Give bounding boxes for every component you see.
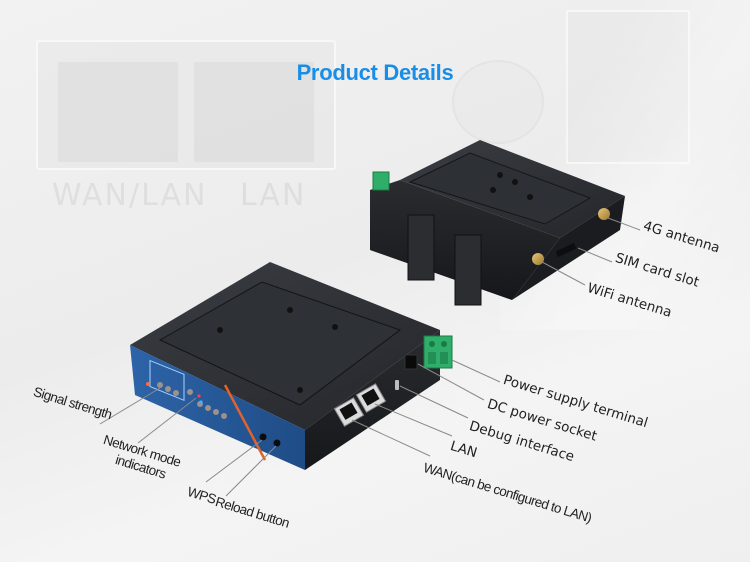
wps-button-icon [259,433,267,441]
background-rj45-ports [36,40,336,170]
page-title: Product Details [296,60,454,85]
wifi-antenna-connector-icon [532,253,544,265]
background-port-icon [58,62,178,162]
background-port-label: LAN [240,178,307,213]
4g-antenna-connector-icon [598,208,610,220]
sim-slot-icon [555,243,577,257]
background-knob-icon [452,60,544,144]
background-port-label: WAN/LAN [52,178,208,213]
debug-port-icon [395,380,399,390]
router-rear-view [370,140,625,306]
dc-socket-icon [404,354,418,370]
router-front-view [130,262,453,470]
background-panel [566,10,690,164]
reload-button-icon [273,439,281,447]
background-port-icon [194,62,314,162]
